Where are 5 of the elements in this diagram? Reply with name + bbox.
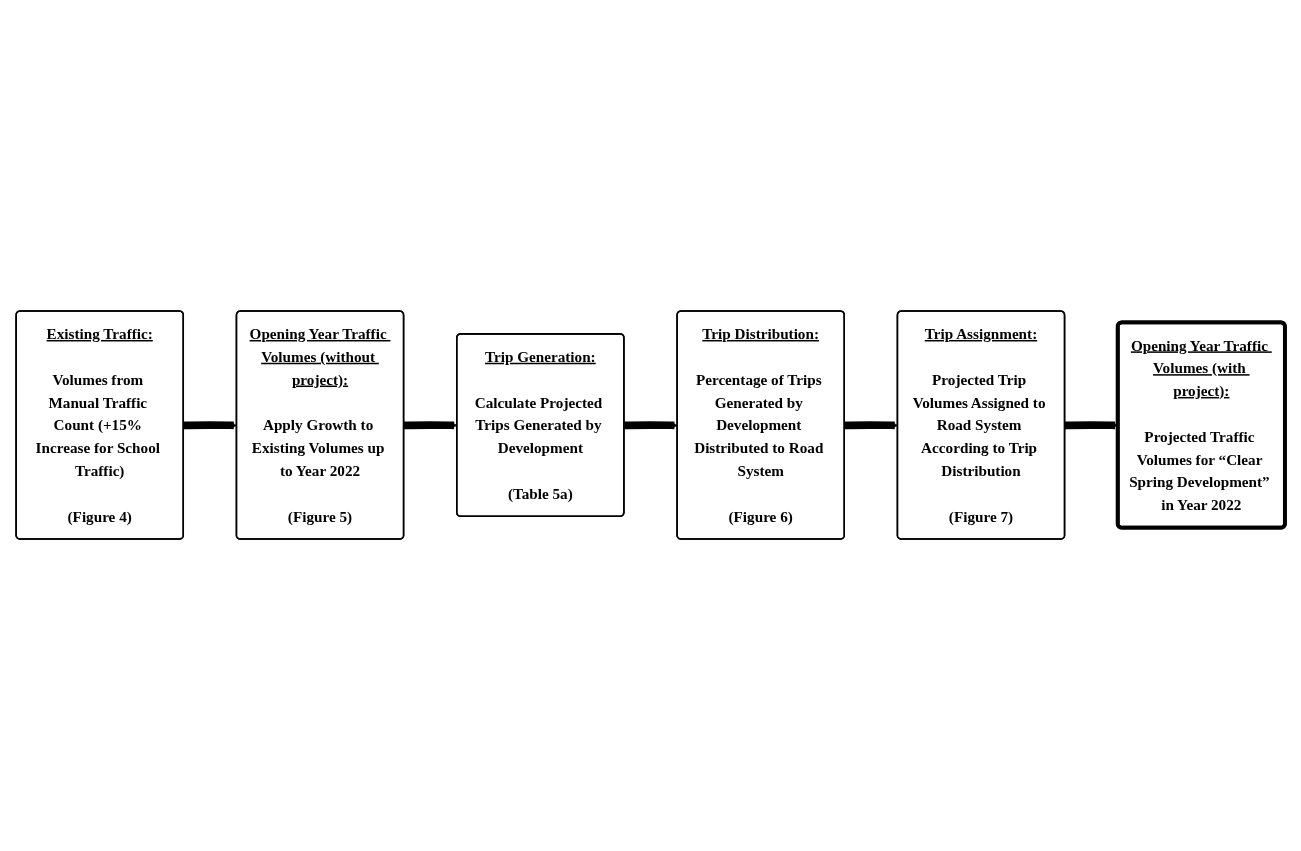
arrow [403,421,458,430]
arrow [1064,421,1119,430]
arrow [183,421,238,430]
arrow [624,421,678,430]
arrow [844,421,899,430]
